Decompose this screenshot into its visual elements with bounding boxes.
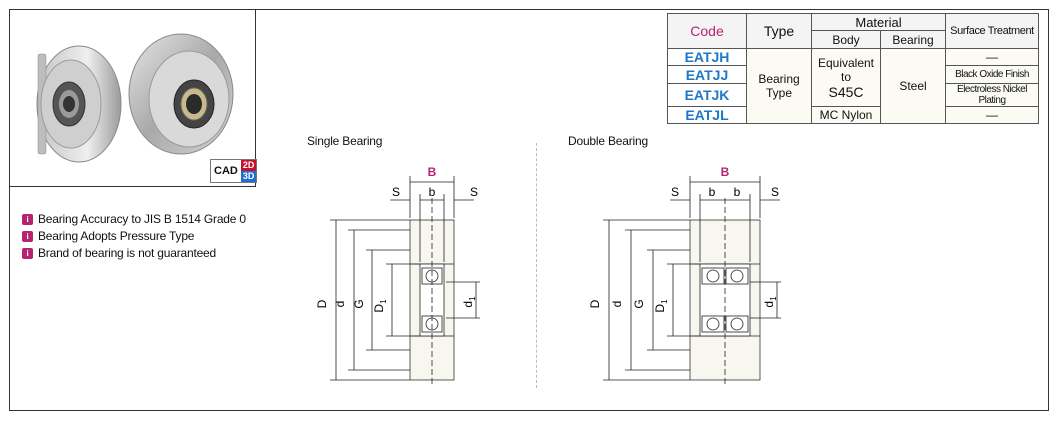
body-steel-cell: Equivalent to S45C	[811, 48, 881, 107]
dim-label-S-right: S	[470, 185, 478, 199]
dim-label-S-left: S	[671, 185, 679, 199]
header-code: Code	[667, 13, 747, 49]
dim-label-b: b	[429, 185, 436, 199]
body-steel-line2: S45C	[828, 83, 864, 100]
gear-left	[36, 45, 122, 163]
single-bearing-title: Single Bearing	[307, 134, 383, 148]
header-body: Body	[811, 30, 881, 49]
dim-label-b-left: b	[709, 185, 716, 199]
header-material: Material	[811, 13, 946, 31]
dim-label-D1: D1	[372, 299, 388, 313]
header-type: Type	[746, 13, 812, 49]
dim-label-d: d	[333, 301, 347, 308]
dim-label-d1: d1	[762, 296, 778, 308]
body-nylon-cell: MC Nylon	[811, 106, 881, 124]
dim-label-B: B	[721, 165, 730, 179]
single-bearing-drawing: B b S S D d G D1 d1	[315, 165, 480, 386]
header-surface: Surface Treatment	[945, 13, 1039, 49]
dim-label-b-right: b	[734, 185, 741, 199]
header-bearing: Bearing	[880, 30, 946, 49]
cad-dims: 2D 3D	[240, 160, 257, 182]
surface-cell: Electroless Nickel Plating	[945, 83, 1039, 107]
surface-cell: Black Oxide Finish	[945, 65, 1039, 84]
feature-text: Bearing Adopts Pressure Type	[38, 229, 195, 243]
dim-label-D: D	[315, 299, 329, 308]
product-photo-panel	[9, 9, 256, 187]
dim-label-D1: D1	[653, 299, 669, 313]
bearing-material-cell: Steel	[880, 48, 946, 124]
cad-2d-label: 2D	[240, 160, 257, 171]
dim-label-G: G	[352, 299, 366, 308]
spec-table: Code Type Material Surface Treatment Bod…	[667, 13, 1039, 124]
body-steel-line1: Equivalent to	[817, 55, 875, 84]
surface-cell: —	[945, 106, 1039, 124]
catalog-frame	[9, 9, 1049, 411]
gear-photo	[36, 33, 234, 163]
info-icon: i	[22, 247, 33, 259]
dim-label-d1: d1	[461, 296, 477, 308]
dim-label-S-left: S	[392, 185, 400, 199]
code-cell[interactable]: EATJK	[667, 83, 747, 107]
surface-cell: —	[945, 48, 1039, 66]
type-cell: Bearing Type	[746, 48, 812, 124]
code-cell[interactable]: EATJL	[667, 106, 747, 124]
gear-right	[128, 33, 234, 155]
code-cell[interactable]: EATJJ	[667, 65, 747, 84]
feature-list: i Bearing Accuracy to JIS B 1514 Grade 0…	[22, 211, 246, 262]
cad-badge[interactable]: CAD 2D 3D	[210, 159, 258, 183]
info-icon: i	[22, 230, 33, 242]
feature-item: i Bearing Accuracy to JIS B 1514 Grade 0	[22, 211, 246, 227]
feature-text: Bearing Accuracy to JIS B 1514 Grade 0	[38, 212, 246, 226]
feature-text: Brand of bearing is not guaranteed	[38, 246, 216, 260]
dim-label-d: d	[610, 301, 624, 308]
info-icon: i	[22, 213, 33, 225]
view-divider	[536, 143, 537, 388]
double-bearing-drawing: B b b S S D d G D1 d1	[588, 165, 781, 386]
dim-label-B: B	[428, 165, 437, 179]
dim-label-S-right: S	[771, 185, 779, 199]
feature-item: i Bearing Adopts Pressure Type	[22, 228, 246, 244]
dim-label-G: G	[632, 299, 646, 308]
cad-label: CAD	[214, 165, 238, 177]
code-cell[interactable]: EATJH	[667, 48, 747, 66]
feature-item: i Brand of bearing is not guaranteed	[22, 245, 246, 261]
dim-label-D: D	[588, 299, 602, 308]
cad-3d-label: 3D	[240, 171, 257, 182]
double-bearing-title: Double Bearing	[568, 134, 648, 148]
